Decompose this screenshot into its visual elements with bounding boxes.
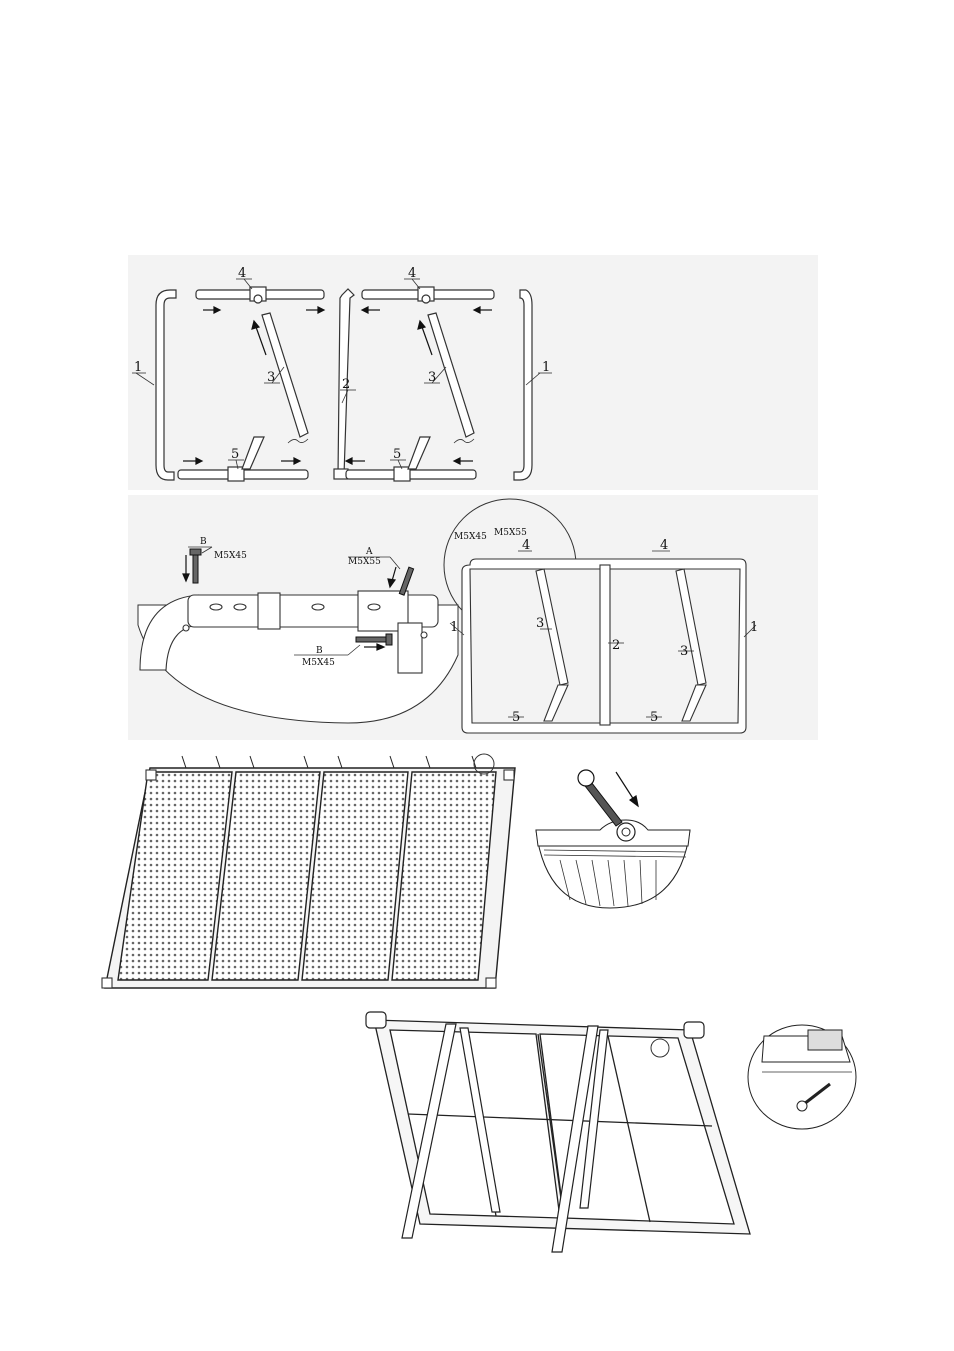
- label-screw-a-size: M5X55: [348, 557, 381, 567]
- label-center-pole: 2: [342, 377, 350, 392]
- label-circle-m5x45: M5X45: [454, 532, 487, 542]
- label-screw-b-side-size: M5X45: [302, 658, 335, 668]
- label-assembled-left: 1: [450, 620, 458, 635]
- label-brace-right: 3: [428, 370, 436, 385]
- label-bottom-left: 5: [231, 447, 239, 462]
- label-circle-m5x55: M5X55: [494, 528, 527, 538]
- label-assembled-bottom-left: 5: [512, 710, 520, 725]
- label-bottom-right: 5: [393, 447, 401, 462]
- label-screw-a-letter: A: [365, 547, 373, 557]
- step2-assembly: B M5X45 A M5X55 B M5X45 M5X45: [128, 495, 818, 740]
- label-assembled-brace-left: 3: [536, 616, 544, 631]
- label-assembled-top: 4: [660, 538, 668, 553]
- step2-svg: B M5X45 A M5X55 B M5X45 M5X45: [128, 495, 818, 740]
- screw-icon: [578, 770, 622, 826]
- clip-detail-bubble: [744, 1022, 864, 1132]
- step4-standing-panel: [360, 1002, 760, 1262]
- step1-exploded-frame: 1 1 2 3 3 4 4 5 5: [128, 255, 818, 490]
- clip-icon: [182, 756, 476, 768]
- label-top-right: 4: [408, 266, 416, 281]
- label-assembled-top-small: 4: [522, 538, 530, 553]
- label-screw-b-top-letter: B: [200, 537, 207, 547]
- bottom-tube-right: [346, 470, 476, 479]
- label-screw-b-top-size: M5X45: [214, 551, 247, 561]
- step3-svg: [100, 748, 520, 998]
- label-brace-left: 3: [267, 370, 275, 385]
- label-frame-left: 1: [134, 360, 142, 375]
- step4-svg: [360, 1002, 760, 1262]
- label-assembled-brace-right: 3: [680, 644, 688, 659]
- step3-panels-mounted: [100, 748, 520, 998]
- screw-detail-bubble: [530, 760, 700, 910]
- clip-detail-svg: [744, 1022, 864, 1132]
- label-assembled-bottom-right: 5: [650, 710, 658, 725]
- step1-svg: 1 1 2 3 3 4 4 5 5: [128, 255, 818, 490]
- label-assembled-center: 2: [612, 638, 620, 653]
- screw-detail-svg: [530, 760, 700, 910]
- solar-panel-icon: [105, 768, 515, 988]
- arrow-icon: [616, 772, 638, 806]
- label-assembled-right: 1: [750, 620, 758, 635]
- label-frame-right: 1: [542, 360, 550, 375]
- label-top-left: 4: [238, 266, 246, 281]
- label-screw-b-side-letter: B: [316, 646, 323, 656]
